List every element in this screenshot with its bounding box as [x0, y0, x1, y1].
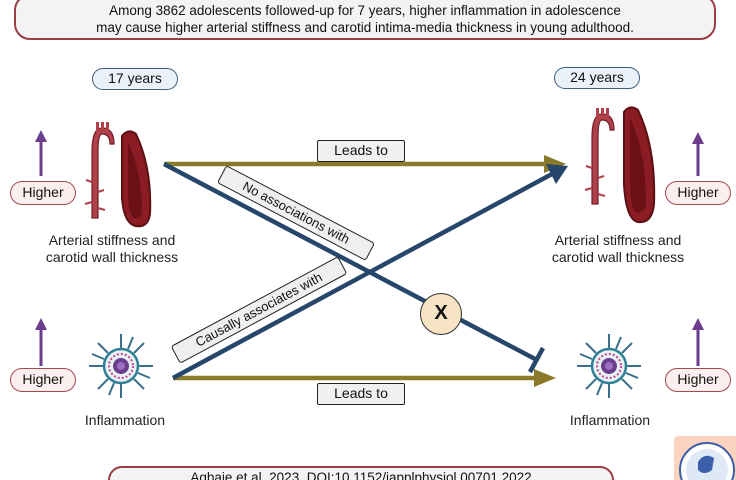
bottom-leads-to-arrow: [173, 369, 556, 387]
up-arrow-icon: [692, 318, 704, 366]
right-inflammation-caption: Inflammation: [569, 412, 651, 428]
higher-badge-right-arterial: Higher: [665, 181, 731, 205]
aorta-icon: [584, 108, 615, 205]
aorta-icon: [84, 122, 115, 219]
blocked-x-icon: X: [420, 293, 462, 335]
left-arterial-caption-line-1: Arterial stiffness and: [48, 232, 176, 248]
artery-icon: [623, 106, 656, 224]
left-arterial-caption: Arterial stiffness and carotid wall thic…: [20, 232, 204, 266]
no-association-line: [162, 162, 545, 374]
right-arterial-caption: Arterial stiffness and carotid wall thic…: [526, 232, 710, 266]
right-arterial-caption-line-1: Arterial stiffness and: [554, 232, 682, 248]
title-box: Among 3862 adolescents followed-up for 7…: [14, 0, 716, 40]
immune-cell-icon: [89, 334, 153, 398]
up-arrow-icon: [692, 132, 704, 176]
immune-cell-icon: [577, 334, 641, 398]
up-arrow-icon: [35, 318, 47, 366]
logo-icon: [674, 436, 736, 480]
citation: Agbaje et al. 2023. DOI:10.1152/japplphy…: [108, 466, 614, 480]
up-arrow-icon: [35, 130, 47, 176]
top-leads-to-label: Leads to: [317, 140, 405, 162]
higher-badge-right-inflammation: Higher: [665, 368, 731, 392]
right-arterial-caption-line-2: carotid wall thickness: [551, 249, 685, 265]
left-arterial-caption-line-2: carotid wall thickness: [45, 249, 179, 265]
title-line-1: Among 3862 adolescents followed-up for 7…: [109, 3, 621, 18]
left-inflammation-caption: Inflammation: [84, 412, 166, 428]
bottom-leads-to-label: Leads to: [317, 383, 405, 405]
higher-badge-left-inflammation: Higher: [10, 368, 76, 392]
age-badge-followup: 24 years: [554, 67, 640, 89]
title-line-2: may cause higher arterial stiffness and …: [96, 20, 634, 35]
causal-association-arrow: [171, 164, 568, 380]
age-badge-baseline: 17 years: [92, 68, 178, 90]
artery-icon: [121, 130, 152, 228]
higher-badge-left-arterial: Higher: [10, 181, 76, 205]
